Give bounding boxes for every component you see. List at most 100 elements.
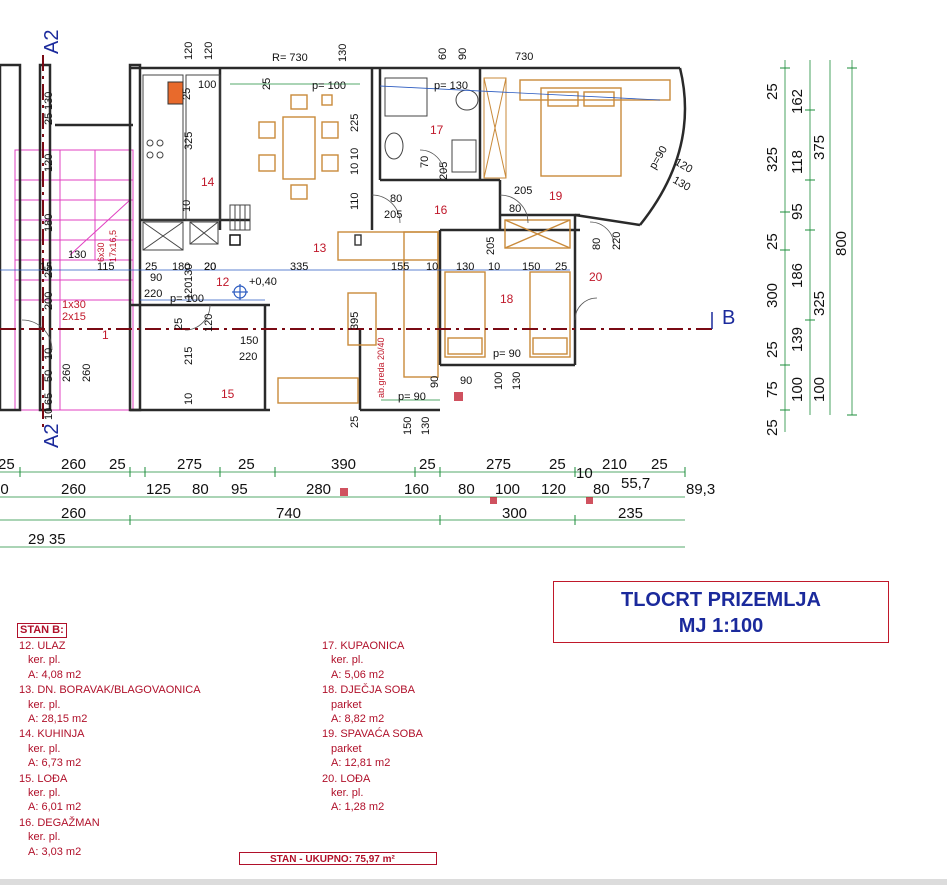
- dim-label: 17x16,5: [108, 230, 118, 262]
- dim-label: 10: [181, 200, 193, 212]
- dim-bottom: 25: [549, 456, 566, 473]
- dim-label: 100: [198, 79, 216, 91]
- dim-label: 15: [40, 261, 52, 273]
- dim-label: 60: [437, 48, 449, 60]
- axis-label-a2-bottom: A2: [41, 424, 63, 448]
- dim-right: 162: [789, 89, 806, 114]
- dim-label: 70: [419, 156, 431, 168]
- dim-label: 215: [183, 347, 195, 365]
- dim-bottom: 280: [306, 481, 331, 498]
- dim-label: 25: [261, 78, 273, 90]
- dim-label: 10: [43, 408, 55, 420]
- dim-label: 130: [337, 44, 349, 62]
- legend-room-name: 15. LOĐA: [19, 772, 68, 785]
- legend-room-floor: ker. pl.: [28, 698, 61, 711]
- drawing-title: TLOCRT PRIZEMLJA: [621, 589, 821, 611]
- dim-label: +0,40: [249, 276, 277, 288]
- dim-label: 25: [145, 261, 157, 273]
- dim-label: 120: [183, 42, 195, 60]
- dim-label: 130: [43, 92, 55, 110]
- dim-label: 90: [150, 272, 162, 284]
- dim-right: 100: [789, 377, 806, 402]
- dim-label: 130: [671, 174, 693, 194]
- legend-room-floor: ker. pl.: [331, 787, 364, 800]
- dim-bottom: 25: [651, 456, 668, 473]
- dim-label: 80: [390, 193, 402, 205]
- dim-right: 139: [789, 327, 806, 352]
- room-number-20: 20: [589, 270, 603, 284]
- legend-entry: 12. ULAZ ker. pl. A: 4,08 m2: [19, 639, 249, 682]
- dim-label: 10: [488, 261, 500, 273]
- dim-label: 10: [43, 348, 55, 360]
- dim-label: 90: [460, 375, 472, 387]
- plan-dimension-labels: R= 730 730 60 90 120 120 25 p= 100 p= 13…: [40, 42, 694, 435]
- dim-label: 110: [349, 192, 361, 210]
- dim-label: 25: [43, 113, 55, 125]
- dim-bottom: 95: [231, 481, 248, 498]
- dim-label: 65: [43, 393, 55, 405]
- dim-bottom: 89,3: [686, 481, 715, 498]
- axis-labels: A2 A2 B: [41, 30, 735, 448]
- legend-room-area: A: 8,82 m2: [331, 713, 385, 726]
- walls: [0, 63, 687, 412]
- room-number-19: 19: [549, 189, 563, 203]
- dim-bottom: 25: [238, 456, 255, 473]
- dim-bottom: 25: [419, 456, 436, 473]
- dim-bottom: 390: [331, 456, 356, 473]
- legend-room-floor: ker. pl.: [331, 654, 364, 667]
- dim-label: 20: [204, 261, 216, 273]
- axis-label-b: B: [722, 307, 735, 329]
- dim-label: p= 100: [312, 80, 346, 92]
- dim-label: 260: [61, 364, 73, 382]
- dim-label: 120: [673, 156, 695, 176]
- legend-entry: 15. LOĐA ker. pl. A: 6,01 m2: [19, 772, 249, 815]
- dim-right: 95: [789, 203, 806, 220]
- dim-label: 25: [555, 261, 567, 273]
- room-number-12: 12: [216, 275, 230, 289]
- legend-room-area: A: 1,28 m2: [331, 801, 385, 814]
- dim-label: 150: [240, 335, 258, 347]
- drawing-title-block: TLOCRT PRIZEMLJA MJ 1:100: [553, 581, 889, 643]
- dim-bottom: 260: [61, 456, 86, 473]
- dim-bottom: 25: [0, 456, 15, 473]
- right-dimension-labels: 25 325 25 300 25 75 25 162 118 95 186 13…: [764, 83, 850, 436]
- legend-room-name: 18. DJEČJA SOBA: [322, 684, 415, 697]
- legend-room-name: 19. SPAVAĆA SOBA: [322, 728, 423, 741]
- dim-label: p= 100: [170, 293, 204, 305]
- legend-room-name: 14. KUHINJA: [19, 728, 85, 741]
- dining-table: [258, 94, 339, 200]
- legend-room-floor: ker. pl.: [28, 742, 61, 755]
- dim-right: 325: [811, 291, 828, 316]
- dim-label: 395: [349, 312, 361, 330]
- dim-label: 180: [43, 214, 55, 232]
- legend-room-area: A: 28,15 m2: [28, 713, 88, 726]
- stair-area: [14, 149, 134, 411]
- room-numbers: 1 12 13 14 15 16 17 18 19 20: [102, 123, 603, 401]
- legend-room-area: A: 6,01 m2: [28, 801, 82, 814]
- dim-bottom: 260: [61, 481, 86, 498]
- dim-label: 155: [391, 261, 409, 273]
- dim-label: 10: [349, 163, 361, 175]
- room-legend: STAN B: 12. ULAZ ker. pl. A: 4,08 m2 13.…: [17, 623, 437, 868]
- dim-label: 25: [349, 416, 361, 428]
- dim-label: 120: [43, 154, 55, 172]
- legend-entry: 19. SPAVAĆA SOBA parket A: 12,81 m2: [322, 727, 552, 770]
- dim-right: 375: [811, 135, 828, 160]
- dim-label: 115: [97, 261, 115, 273]
- legend-room-name: 20. LOĐA: [322, 772, 371, 785]
- dim-bottom: 10: [576, 465, 593, 482]
- dim-label: 150: [402, 417, 414, 435]
- dim-label: 130: [68, 249, 86, 261]
- legend-entry: 14. KUHINJA ker. pl. A: 6,73 m2: [19, 727, 249, 770]
- dim-label: p= 90: [493, 348, 521, 360]
- dim-label: 205: [384, 209, 402, 221]
- dim-bottom: 235: [618, 505, 643, 522]
- legend-room-name: 17. KUPAONICA: [322, 640, 405, 652]
- dim-label: 130: [456, 261, 474, 273]
- floor-plan-drawing: A2 A2 B 1 12 13 14 15 16 17 18 19 20 R= …: [0, 30, 857, 548]
- axis-label-a2-top: A2: [41, 30, 63, 54]
- dim-label: 90: [429, 376, 441, 388]
- room-number-15: 15: [221, 387, 235, 401]
- dim-label: 120: [183, 282, 195, 300]
- dim-label: 220: [144, 288, 162, 300]
